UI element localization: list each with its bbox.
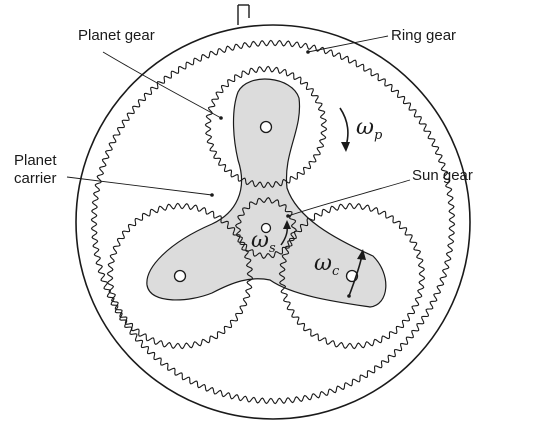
leader-dot-sun-gear bbox=[286, 214, 290, 218]
omega-sun-letter: ω bbox=[251, 228, 269, 253]
planet-rotation-arrow bbox=[339, 107, 350, 152]
label-sun-gear: Sun gear bbox=[412, 167, 473, 184]
omega-carrier-letter: ω bbox=[314, 251, 332, 276]
sun-rotation-arrow bbox=[280, 220, 291, 246]
leader-ring-gear bbox=[307, 35, 389, 53]
label-ring-gear: Ring gear bbox=[391, 27, 456, 44]
sun-hub bbox=[260, 222, 272, 234]
leader-planet-gear bbox=[102, 51, 222, 119]
omega-planet-symbol: ωp bbox=[356, 115, 383, 143]
omega-planet-letter: ω bbox=[356, 115, 374, 140]
ring-gear-outer-rim bbox=[75, 24, 471, 420]
leader-sun-gear bbox=[287, 179, 411, 217]
planet-gear-right bbox=[278, 202, 426, 350]
omega-sun-subscript: s bbox=[269, 241, 276, 256]
sun-gear bbox=[235, 197, 297, 259]
ground-symbol bbox=[237, 4, 250, 25]
planet-carrier bbox=[146, 78, 387, 308]
leader-dot-planet-carrier bbox=[210, 193, 214, 197]
omega-carrier-symbol: ωc bbox=[314, 251, 340, 279]
leader-dot-ring-gear bbox=[306, 50, 310, 54]
carrier-rotation-arrow bbox=[347, 249, 366, 298]
omega-planet-subscript: p bbox=[374, 128, 383, 143]
label-planet-carrier-line1: Planet bbox=[14, 152, 57, 169]
planet-gear-top bbox=[204, 65, 328, 189]
leader-dot-planet-gear bbox=[219, 116, 223, 120]
planet-pin-left bbox=[173, 269, 187, 283]
label-planet-gear: Planet gear bbox=[78, 27, 155, 44]
planet-pin-top bbox=[259, 120, 273, 134]
planet-gear-left bbox=[106, 202, 254, 350]
ring-gear bbox=[90, 39, 456, 405]
omega-sun-symbol: ωs bbox=[251, 228, 276, 256]
label-planet-carrier-line2: carrier bbox=[14, 170, 57, 187]
leader-planet-carrier bbox=[66, 176, 213, 196]
omega-carrier-subscript: c bbox=[332, 264, 340, 279]
